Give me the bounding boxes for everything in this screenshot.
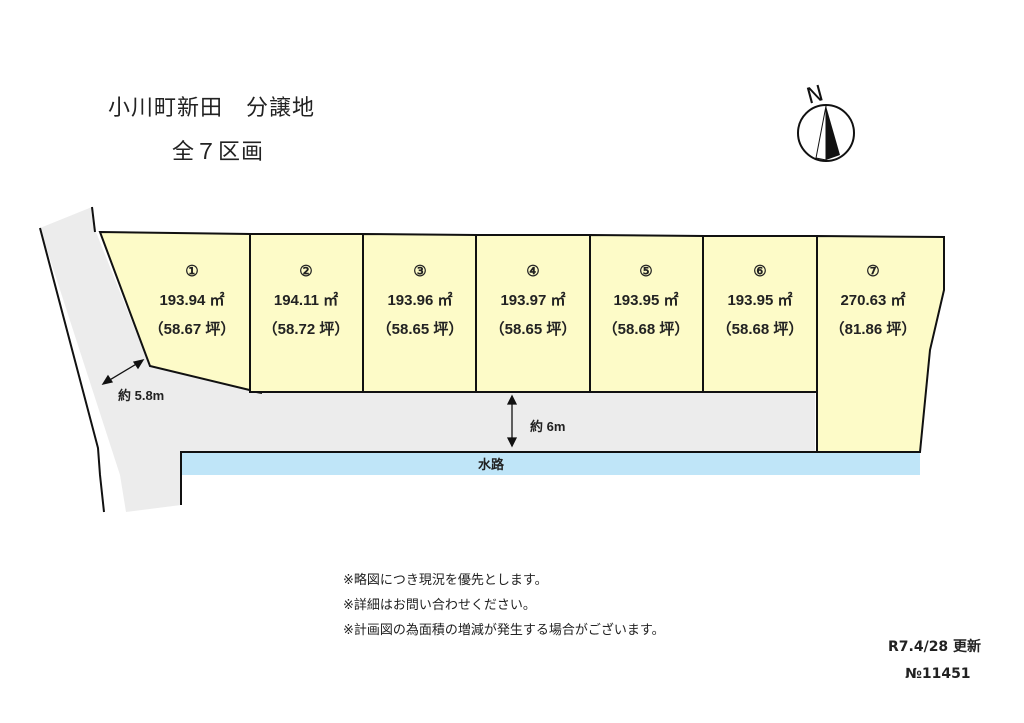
waterway <box>181 452 920 475</box>
lot-area-m2: 193.95 ㎡ <box>727 291 792 309</box>
lot-4[interactable] <box>475 234 591 393</box>
lot-number: ④ <box>526 263 539 280</box>
arrowhead-icon <box>506 394 518 405</box>
lot-area-tsubo: （58.68 坪） <box>603 320 690 338</box>
arrowhead-icon <box>101 374 114 385</box>
lot-2[interactable] <box>249 233 364 393</box>
lot-area-m2: 270.63 ㎡ <box>840 291 905 309</box>
page-subtitle: 全７区画 <box>172 140 265 165</box>
lot-area-m2: 194.11 ㎡ <box>274 291 338 309</box>
road <box>40 207 815 512</box>
updated-date: R7.4/28 更新 <box>888 639 982 655</box>
lot-number: ③ <box>413 263 426 280</box>
compass-label: N <box>804 81 826 109</box>
road-edge <box>91 206 96 233</box>
lot-area-tsubo: （58.68 坪） <box>717 320 804 338</box>
note-3: ※計画図の為面積の増減が発生する場合がございます。 <box>343 623 665 638</box>
lot-number: ⑥ <box>753 263 766 280</box>
page-title: 小川町新田 分譲地 <box>108 96 316 121</box>
note-1: ※略図につき現況を優先とします。 <box>343 573 548 588</box>
lot-number: ② <box>299 263 312 280</box>
note-2: ※詳細はお問い合わせください。 <box>343 598 536 613</box>
lot-area-tsubo: （58.65 坪） <box>377 320 464 338</box>
lot-3[interactable] <box>362 232 477 393</box>
north-arrow-icon: N <box>797 81 855 162</box>
lot-area-m2: 193.96 ㎡ <box>387 291 452 309</box>
lot-6[interactable] <box>702 235 818 393</box>
lot-area-m2: 193.95 ㎡ <box>613 291 678 309</box>
lot-area-tsubo: （58.65 坪） <box>490 320 577 338</box>
road-west-width: 約 5.8m <box>118 388 164 403</box>
waterway-label: 水路 <box>478 457 505 472</box>
arrowhead-icon <box>506 437 518 448</box>
arrowhead-icon <box>132 359 145 370</box>
lot-area-tsubo: （58.72 坪） <box>263 320 350 338</box>
property-number: №11451 <box>905 666 971 682</box>
lot-5[interactable] <box>589 233 704 393</box>
road-south-width: 約 6m <box>530 419 565 434</box>
lot-area-m2: 193.94 ㎡ <box>159 291 224 309</box>
lot-number: ⑦ <box>866 263 879 280</box>
lot-area-tsubo: （58.67 坪） <box>149 320 236 338</box>
lot-7[interactable] <box>816 234 945 453</box>
lot-area-tsubo: （81.86 坪） <box>830 320 917 338</box>
road-edge <box>39 227 105 513</box>
waterway-edge <box>180 451 920 505</box>
lot-number: ① <box>185 263 198 280</box>
lot-number: ⑤ <box>639 263 652 280</box>
lot-area-m2: 193.97 ㎡ <box>500 291 565 309</box>
